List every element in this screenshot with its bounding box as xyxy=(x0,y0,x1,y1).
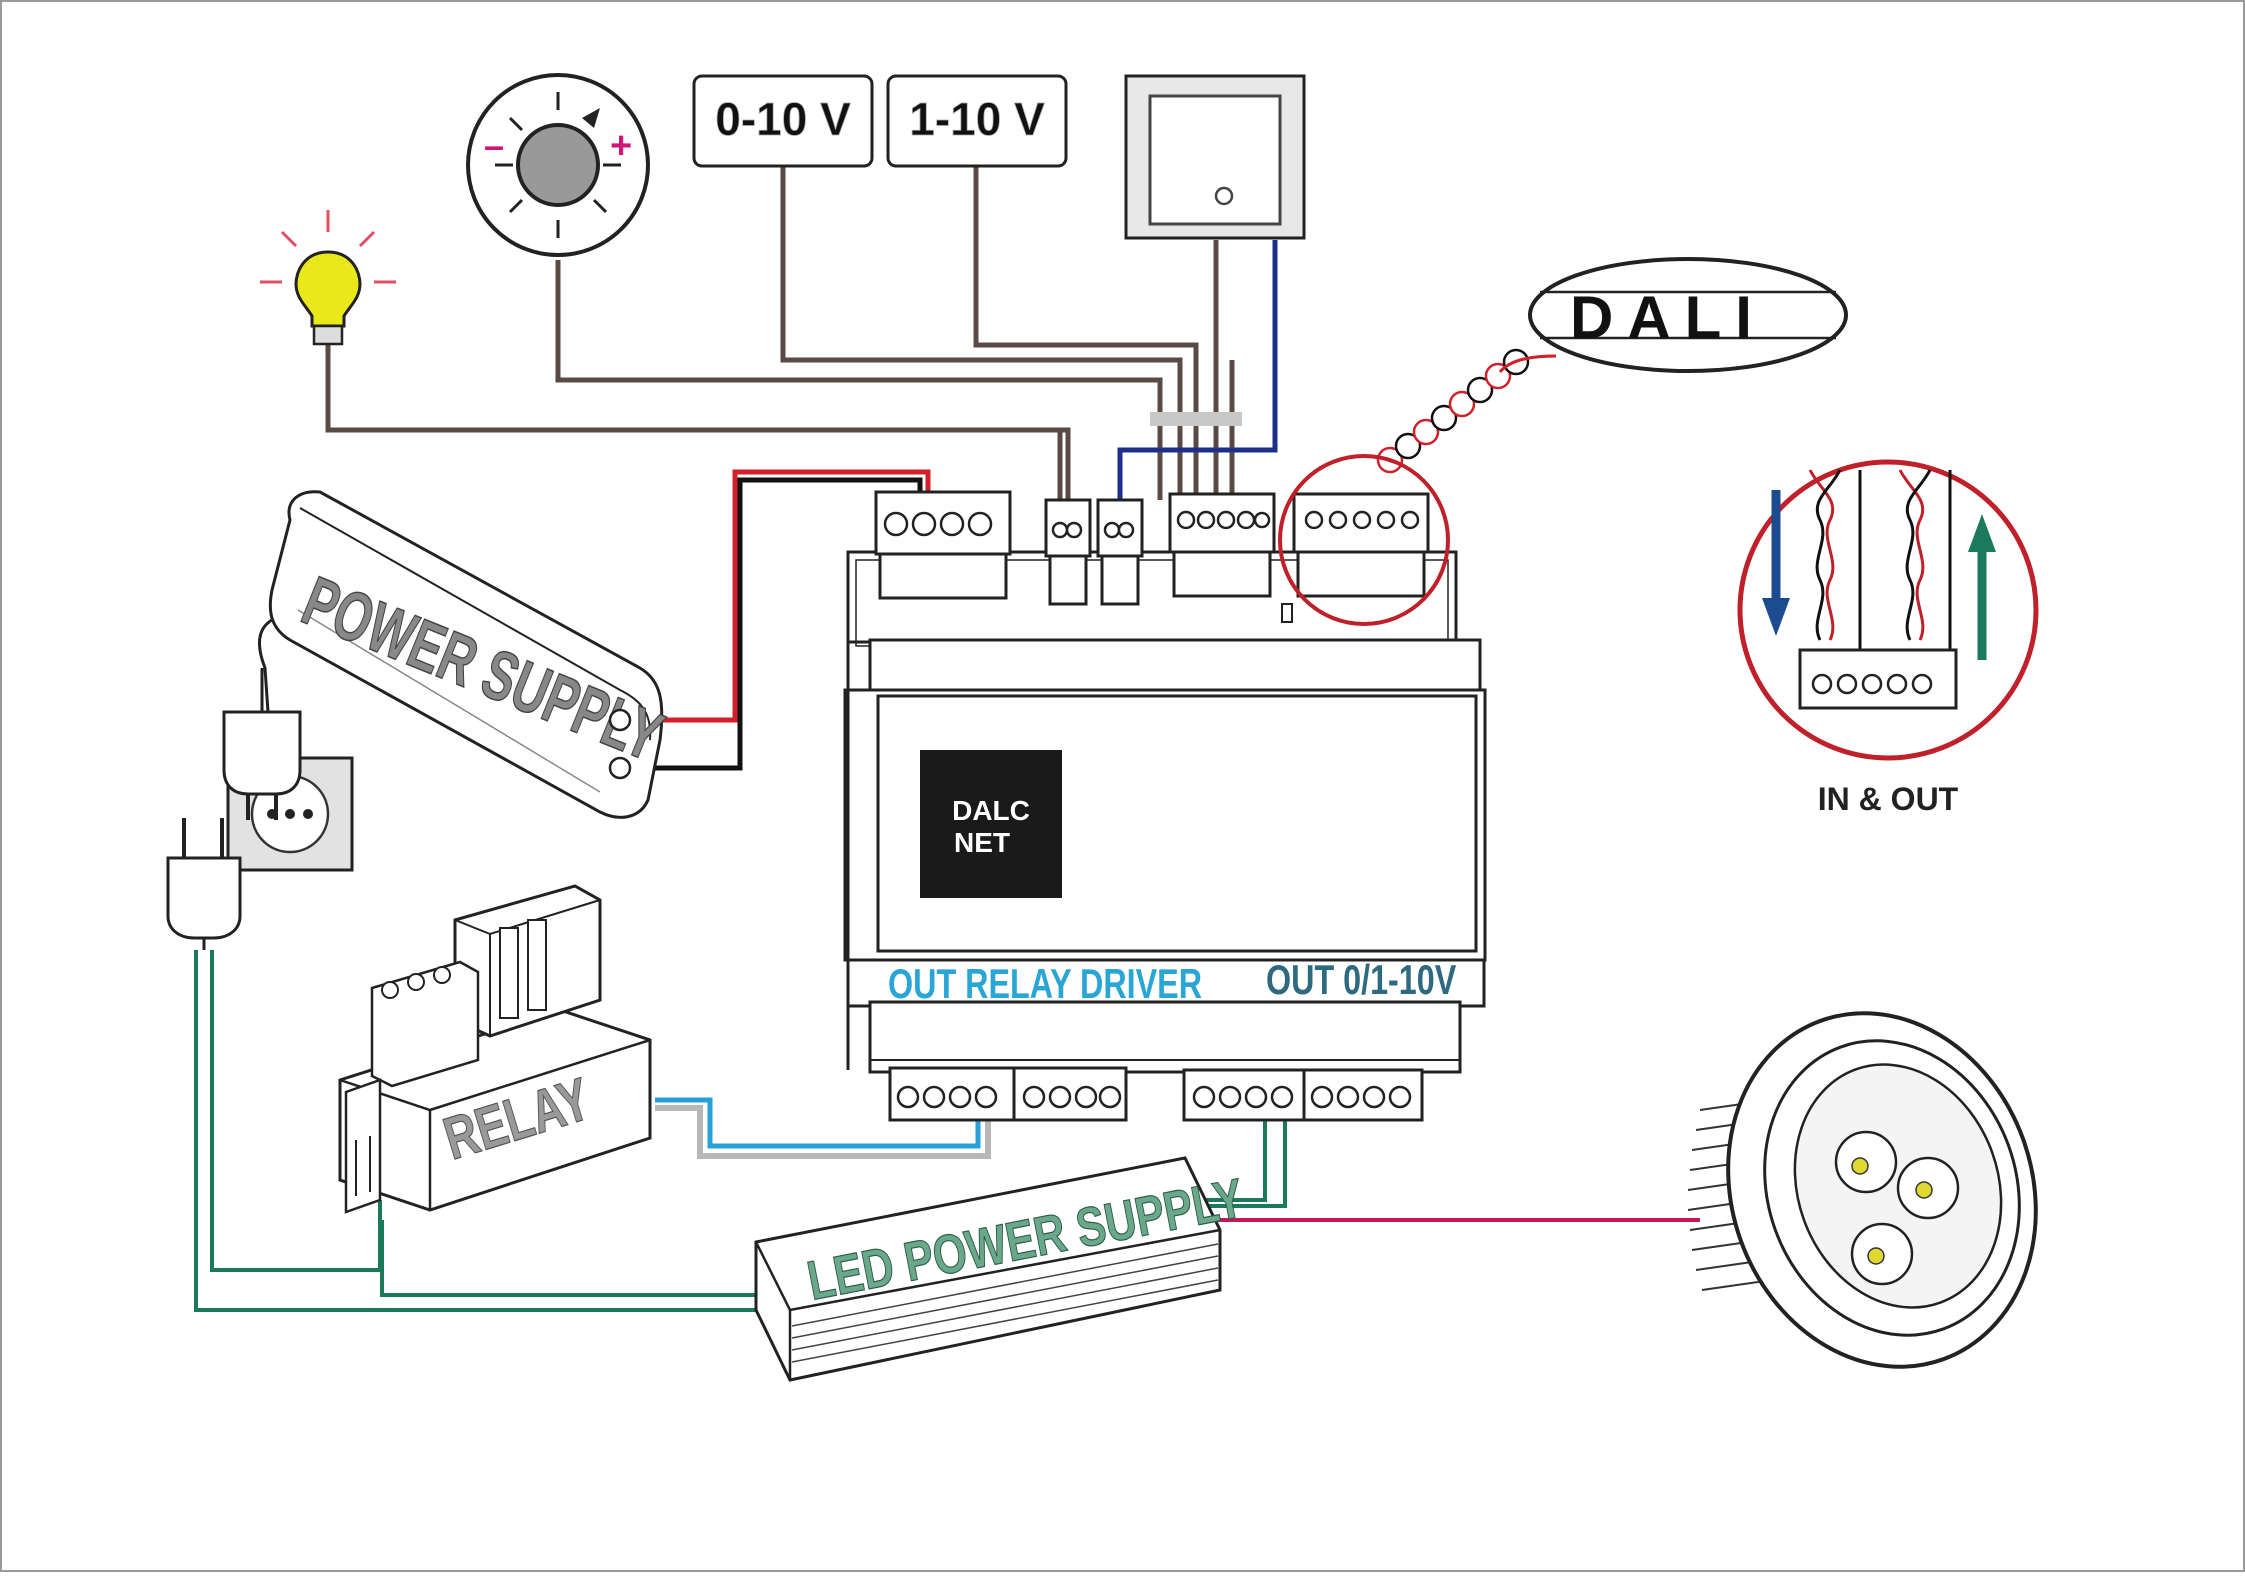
out-010-label: OUT 0/1-10V xyxy=(1266,956,1456,1003)
in-out-detail: IN & OUT xyxy=(1737,459,2039,817)
out-relay-driver-label: OUT RELAY DRIVER xyxy=(888,960,1202,1007)
label-box-110: 1-10 V xyxy=(886,74,1068,168)
led-power-supply: LED POWER SUPPLY xyxy=(754,1156,1249,1382)
dalcnet-module: DALC NET OUT RELAY DRIVER OUT 0/1-10V xyxy=(843,454,1487,1122)
up-arrow-icon xyxy=(1968,514,1996,660)
in-out-label: IN & OUT xyxy=(1818,781,1959,817)
wire-gray-relay xyxy=(655,1105,991,1159)
wire-black xyxy=(640,477,923,771)
brand-logo xyxy=(920,750,1062,898)
wire-010 xyxy=(780,165,1183,500)
wire-red xyxy=(640,469,931,723)
wire-bundle-bar xyxy=(1150,412,1242,426)
wire-green-out-2 xyxy=(1205,1115,1287,1208)
dali-badge: DALI xyxy=(1498,257,1848,374)
relay: RELAY xyxy=(338,884,652,1214)
wire-lightblue-relay xyxy=(655,1097,981,1149)
brand-line1: DALC xyxy=(952,795,1030,826)
wire-green-out-1 xyxy=(1205,1115,1267,1202)
light-bulb-icon xyxy=(260,210,396,346)
led-spotlight-icon xyxy=(1687,1011,2038,1369)
wire-bulb xyxy=(325,345,1071,500)
dimmer-knob-icon: – + xyxy=(466,73,650,257)
bottom-terminal-screws xyxy=(896,1085,1412,1109)
wire-green-2 xyxy=(194,950,760,1312)
label-010-text: 0-10 V xyxy=(715,93,851,145)
label-110-text: 1-10 V xyxy=(909,93,1045,145)
wires xyxy=(194,165,1700,1312)
wire-green-3 xyxy=(380,1220,760,1297)
wall-switch-icon xyxy=(1124,74,1306,240)
dali-text: DALI xyxy=(1570,284,1766,351)
plug-icon xyxy=(166,668,302,950)
dali-terminal-highlight xyxy=(1278,454,1450,626)
knob-plus: + xyxy=(610,125,632,167)
label-box-010: 0-10 V xyxy=(692,74,874,168)
wire-knob xyxy=(555,260,1163,500)
brand-line2: NET xyxy=(954,827,1010,858)
knob-minus: – xyxy=(484,125,504,166)
top-terminal-screws xyxy=(883,510,1420,539)
down-arrow-icon xyxy=(1762,490,1790,636)
